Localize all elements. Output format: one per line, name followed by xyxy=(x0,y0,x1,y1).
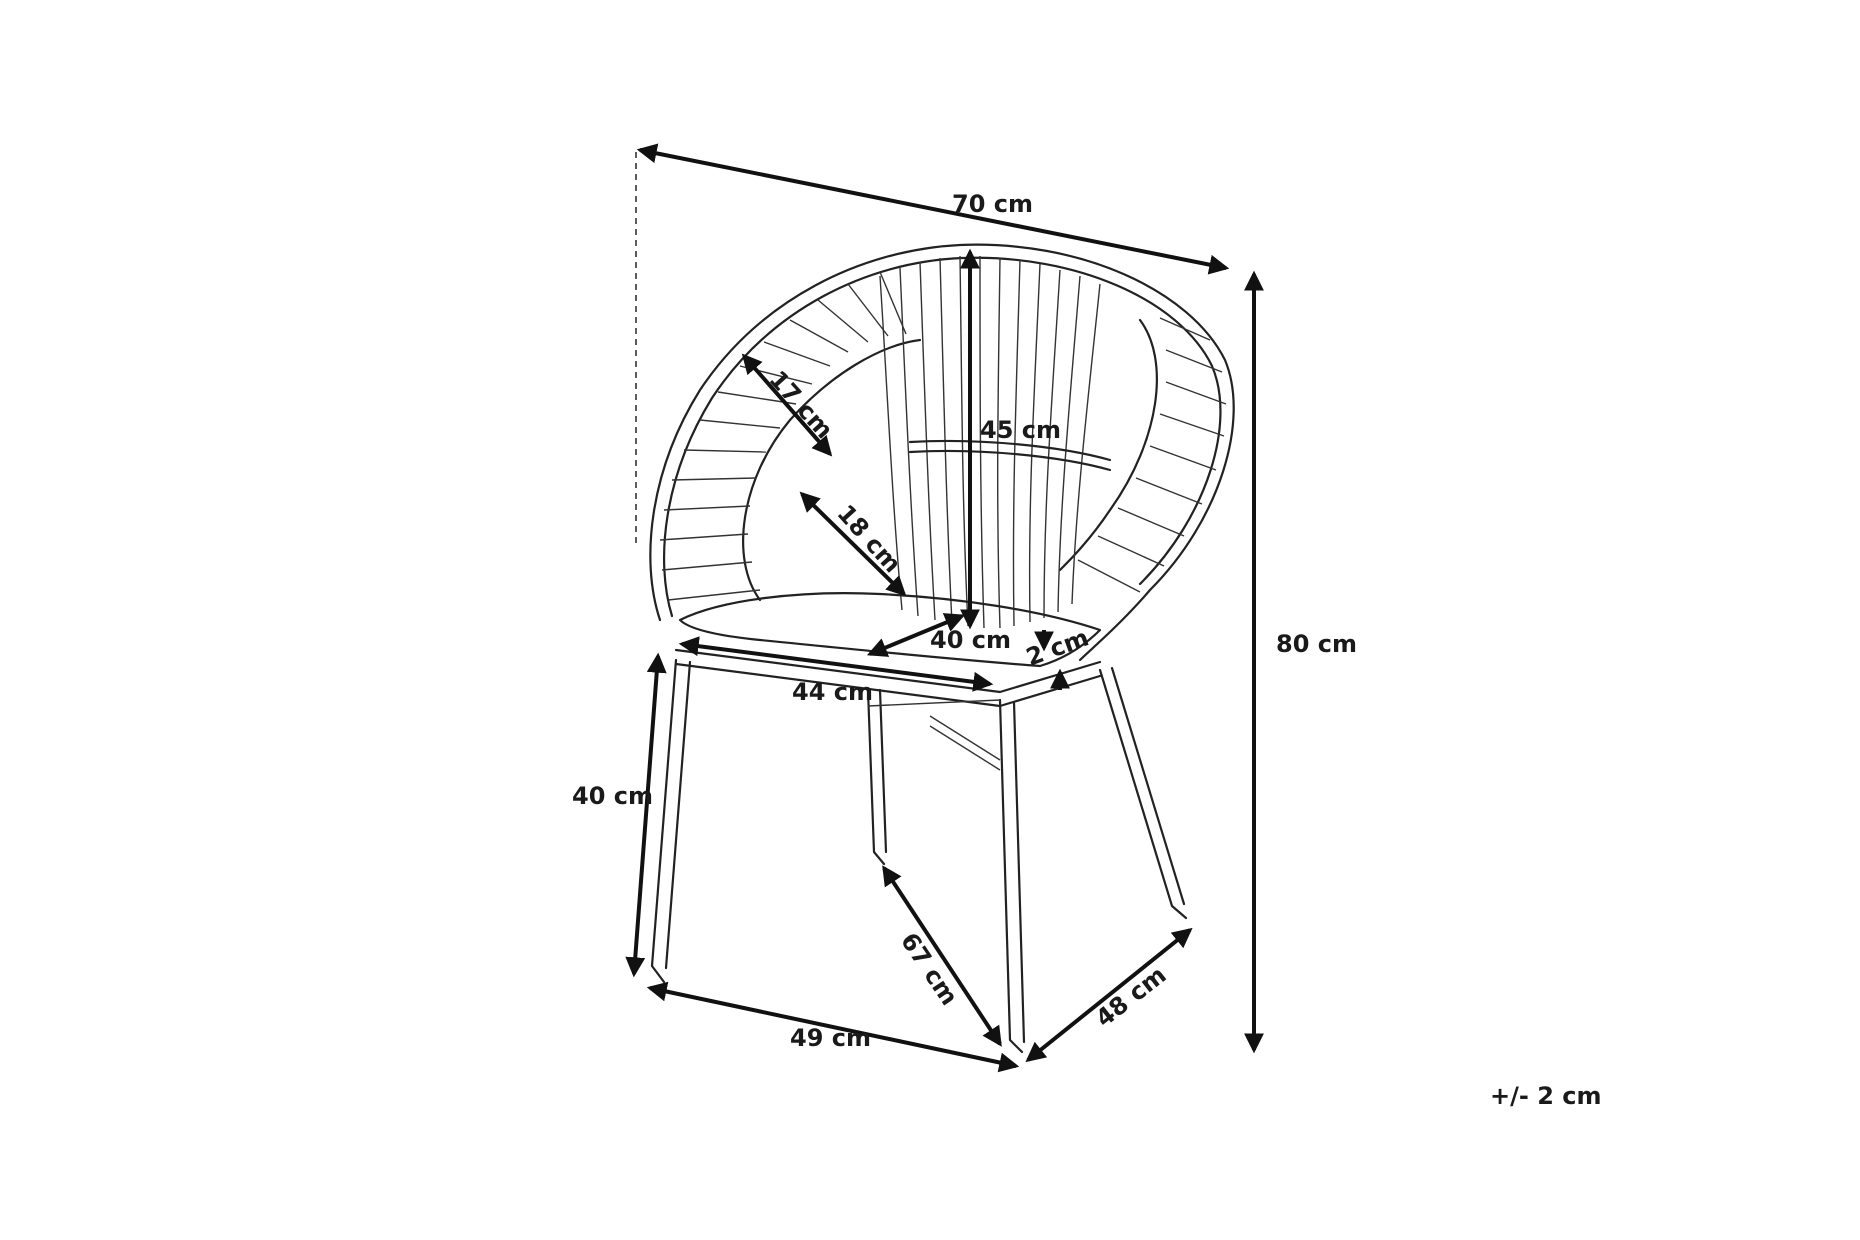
armrest-gap-arrow xyxy=(799,491,907,597)
leg-diagonal-arrow xyxy=(882,865,1002,1047)
label-armrest-gap: 18 cm xyxy=(832,499,907,578)
tolerance-note: +/- 2 cm xyxy=(1490,1082,1601,1110)
label-rim-thickness: 2 cm xyxy=(1022,623,1092,671)
backrest-inner-right xyxy=(1058,318,1158,572)
back-cross-band-2 xyxy=(908,449,1112,472)
seat-width-arrow xyxy=(678,636,994,692)
label-base-width: 49 cm xyxy=(790,1024,871,1052)
label-width-top: 70 cm xyxy=(952,190,1033,218)
dimension-lines xyxy=(625,143,1264,1073)
label-seat-depth: 40 cm xyxy=(930,626,1011,654)
chair-legs xyxy=(650,658,1188,1054)
label-seat-width: 44 cm xyxy=(792,678,873,706)
width-top-arrow xyxy=(636,143,1230,275)
base-depth-arrow xyxy=(1025,927,1193,1063)
seat-height-arrow xyxy=(625,652,667,978)
label-seat-height: 40 cm xyxy=(572,782,653,810)
base-width-arrow xyxy=(646,981,1020,1073)
label-base-depth: 48 cm xyxy=(1090,961,1171,1033)
rim-depth-arrow xyxy=(741,353,833,457)
back-cross-band xyxy=(908,439,1112,462)
label-rim-depth: 17 cm xyxy=(764,365,839,444)
label-height-total: 80 cm xyxy=(1276,630,1357,658)
label-backrest-height: 45 cm xyxy=(980,416,1061,444)
